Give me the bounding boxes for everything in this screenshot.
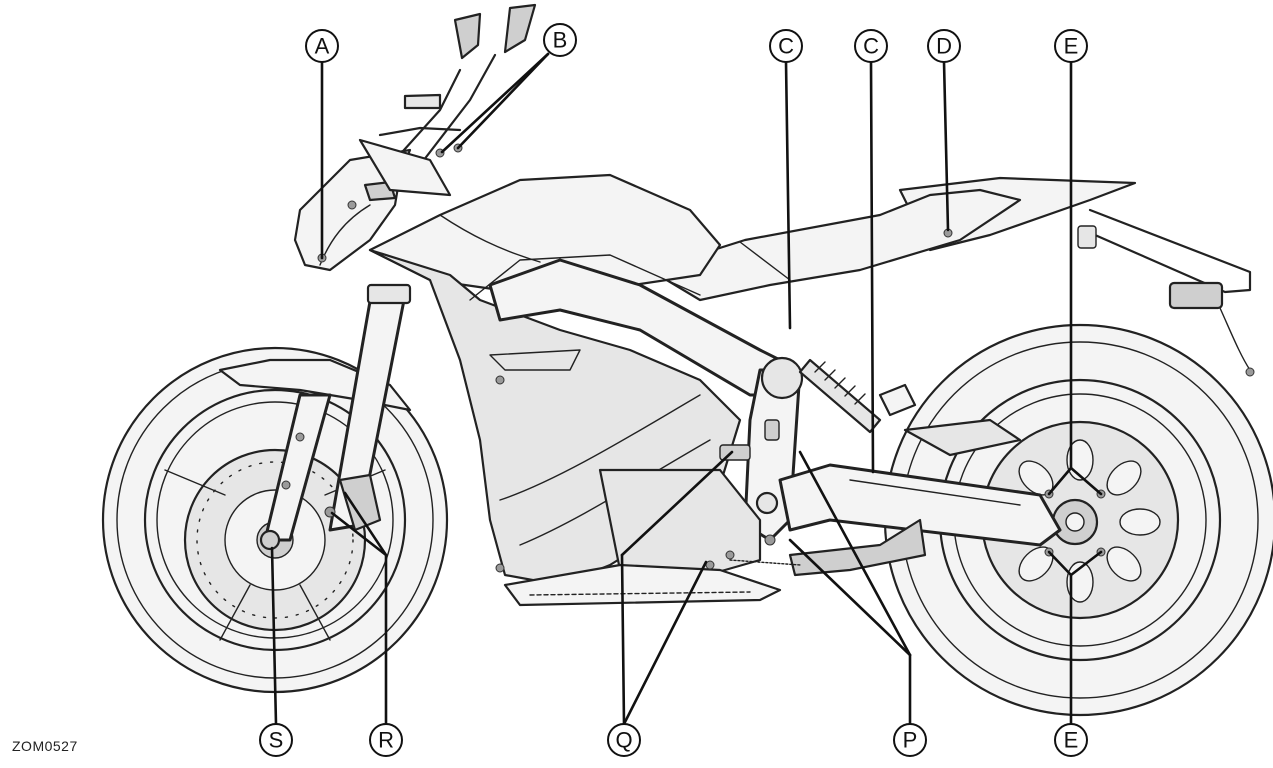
svg-text:B: B [553,28,568,53]
callout-q: Q [607,723,641,757]
svg-text:E: E [1064,34,1079,59]
swingarm [778,418,1062,577]
figure-code: ZOM0527 [12,738,78,754]
handlebars-and-mirrors [358,3,537,197]
svg-text:Q: Q [615,728,632,753]
svg-text:E: E [1064,728,1079,753]
svg-text:C: C [863,34,879,59]
svg-text:C: C [778,34,794,59]
motor-and-belly-pan [503,444,801,607]
callout-c-first: C [769,29,803,63]
callout-badges: A B C C D E S R Q P E [259,23,1088,757]
callout-b: B [543,23,577,57]
svg-text:D: D [936,34,952,59]
callout-r: R [369,723,403,757]
callout-d: D [927,29,961,63]
callout-a: A [305,29,339,63]
callout-s: S [259,723,293,757]
callout-c-second: C [854,29,888,63]
front-fork [218,283,412,551]
leader-lines [270,52,1103,726]
rear-shock [798,358,917,434]
seat [648,188,1022,302]
callout-e-top: E [1054,29,1088,63]
callout-e-bottom: E [1054,723,1088,757]
svg-text:A: A [315,34,330,59]
svg-text:R: R [378,728,394,753]
svg-text:S: S [269,728,284,753]
callout-p: P [893,723,927,757]
svg-text:P: P [903,728,918,753]
